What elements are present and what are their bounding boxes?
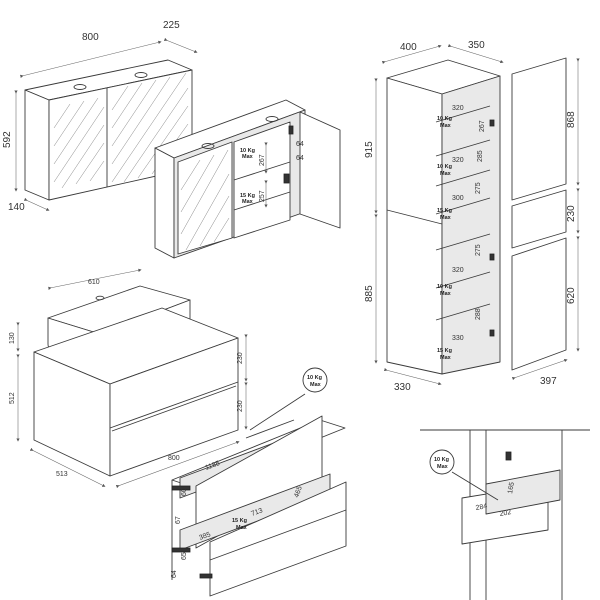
mirror-shelf-gap-1: 267 (259, 154, 266, 166)
tall-internal-width-2: 320 (452, 157, 464, 164)
mirror-height-label: 592 (2, 131, 13, 148)
basin-width-label: 610 (88, 279, 100, 286)
mirror-load-1-max: Max (242, 154, 254, 160)
vanity-unit: 610 130 512 513 800 230 230 (9, 268, 248, 489)
mirror-load-2-max: Max (242, 199, 254, 205)
tall-load-3: 15 Kg (437, 208, 452, 214)
tall-internal-width-4: 320 (452, 267, 464, 274)
drawer-dim-385: 385 (198, 531, 211, 542)
tall-base-depth-label: 330 (394, 382, 411, 393)
vanity-height-label: 512 (9, 392, 16, 404)
side-depth-label: 397 (540, 376, 557, 387)
tall-internal-height-4: 275 (475, 244, 482, 256)
drawer-dim-1185: 1185 (204, 460, 221, 472)
side-height-2: 230 (566, 205, 577, 222)
mirror-load-1: 10 Kg (240, 148, 255, 154)
tall-load-2-max: Max (440, 171, 452, 177)
detail-dim-202: 202 (499, 509, 512, 518)
mirror-width-label: 800 (82, 32, 99, 43)
drawer-dim-465: 465 (293, 485, 304, 498)
tall-load-3-max: Max (440, 215, 452, 221)
tall-cabinet: 400 350 915 885 330 320 320 300 320 330 … (364, 40, 504, 393)
drawer-load-top: 10 Kg (307, 375, 322, 381)
vanity-width-label: 800 (168, 455, 180, 462)
tall-internal-width-3: 300 (452, 195, 464, 202)
side-height-1: 868 (566, 111, 577, 128)
mirror-bottom-depth-label: 140 (8, 202, 25, 213)
drawer-load-bottom: 15 Kg (232, 518, 247, 524)
tall-load-5: 15 Kg (437, 348, 452, 354)
side-height-3: 620 (566, 287, 577, 304)
drawer-dim-64: 64 (171, 570, 178, 578)
tall-load-5-max: Max (440, 355, 452, 361)
mirror-shelf-depth-2: 64 (296, 155, 304, 162)
detail-load-max: Max (437, 464, 449, 470)
tall-load-1: 10 Kg (437, 116, 452, 122)
tall-internal-height-5: 288 (475, 308, 482, 320)
tall-internal-width-1: 320 (452, 105, 464, 112)
drawer-load-bottom-max: Max (236, 525, 248, 531)
detail-load: 10 Kg (434, 457, 449, 463)
vanity-drawer-height-2: 230 (237, 400, 244, 412)
tall-upper-height-label: 915 (364, 141, 375, 158)
side-panel: 868 230 620 397 (511, 57, 580, 387)
basin-height-label: 130 (9, 332, 16, 344)
mirror-load-2: 15 Kg (240, 193, 255, 199)
tall-internal-height-2: 285 (477, 150, 484, 162)
tall-lower-height-label: 885 (364, 285, 375, 302)
tall-width-label: 400 (400, 42, 417, 53)
tall-internal-width-5: 330 (452, 335, 464, 342)
tall-load-4: 10 Kg (437, 284, 452, 290)
tall-internal-height-1: 267 (479, 120, 486, 132)
tall-load-1-max: Max (440, 123, 452, 129)
mirror-shelf-depth-1: 64 (296, 141, 304, 148)
vanity-depth-label: 513 (56, 471, 68, 478)
drawer-dim-713: 713 (250, 507, 263, 518)
tall-load-2: 10 Kg (437, 164, 452, 170)
drawer-dim-67: 67 (175, 516, 182, 524)
drawer-dim-60: 60 (181, 488, 188, 496)
drawer-load-top-max: Max (310, 382, 322, 388)
tall-depth-label: 350 (468, 40, 485, 51)
vanity-drawer-height-1: 230 (237, 352, 244, 364)
drawer-dim-65: 65 (181, 552, 188, 560)
detail-dim-284: 284 (475, 503, 488, 512)
drawers-exploded: 10 Kg Max 15 Kg Max 1185 713 465 60 385 … (171, 367, 347, 597)
mirror-depth-label: 225 (163, 20, 180, 31)
tall-load-4-max: Max (440, 291, 452, 297)
open-door-hatching (180, 149, 230, 251)
door-hatching (53, 72, 189, 189)
mirror-shelf-gap-2: 257 (259, 190, 266, 202)
mirror-cabinet-open: 267 257 64 64 10 Kg Max 15 Kg Max (154, 99, 341, 259)
detail-drawer: 10 Kg Max 284 202 165 (420, 429, 590, 600)
tall-internal-height-3: 275 (475, 182, 482, 194)
detail-dim-165: 165 (507, 482, 516, 495)
